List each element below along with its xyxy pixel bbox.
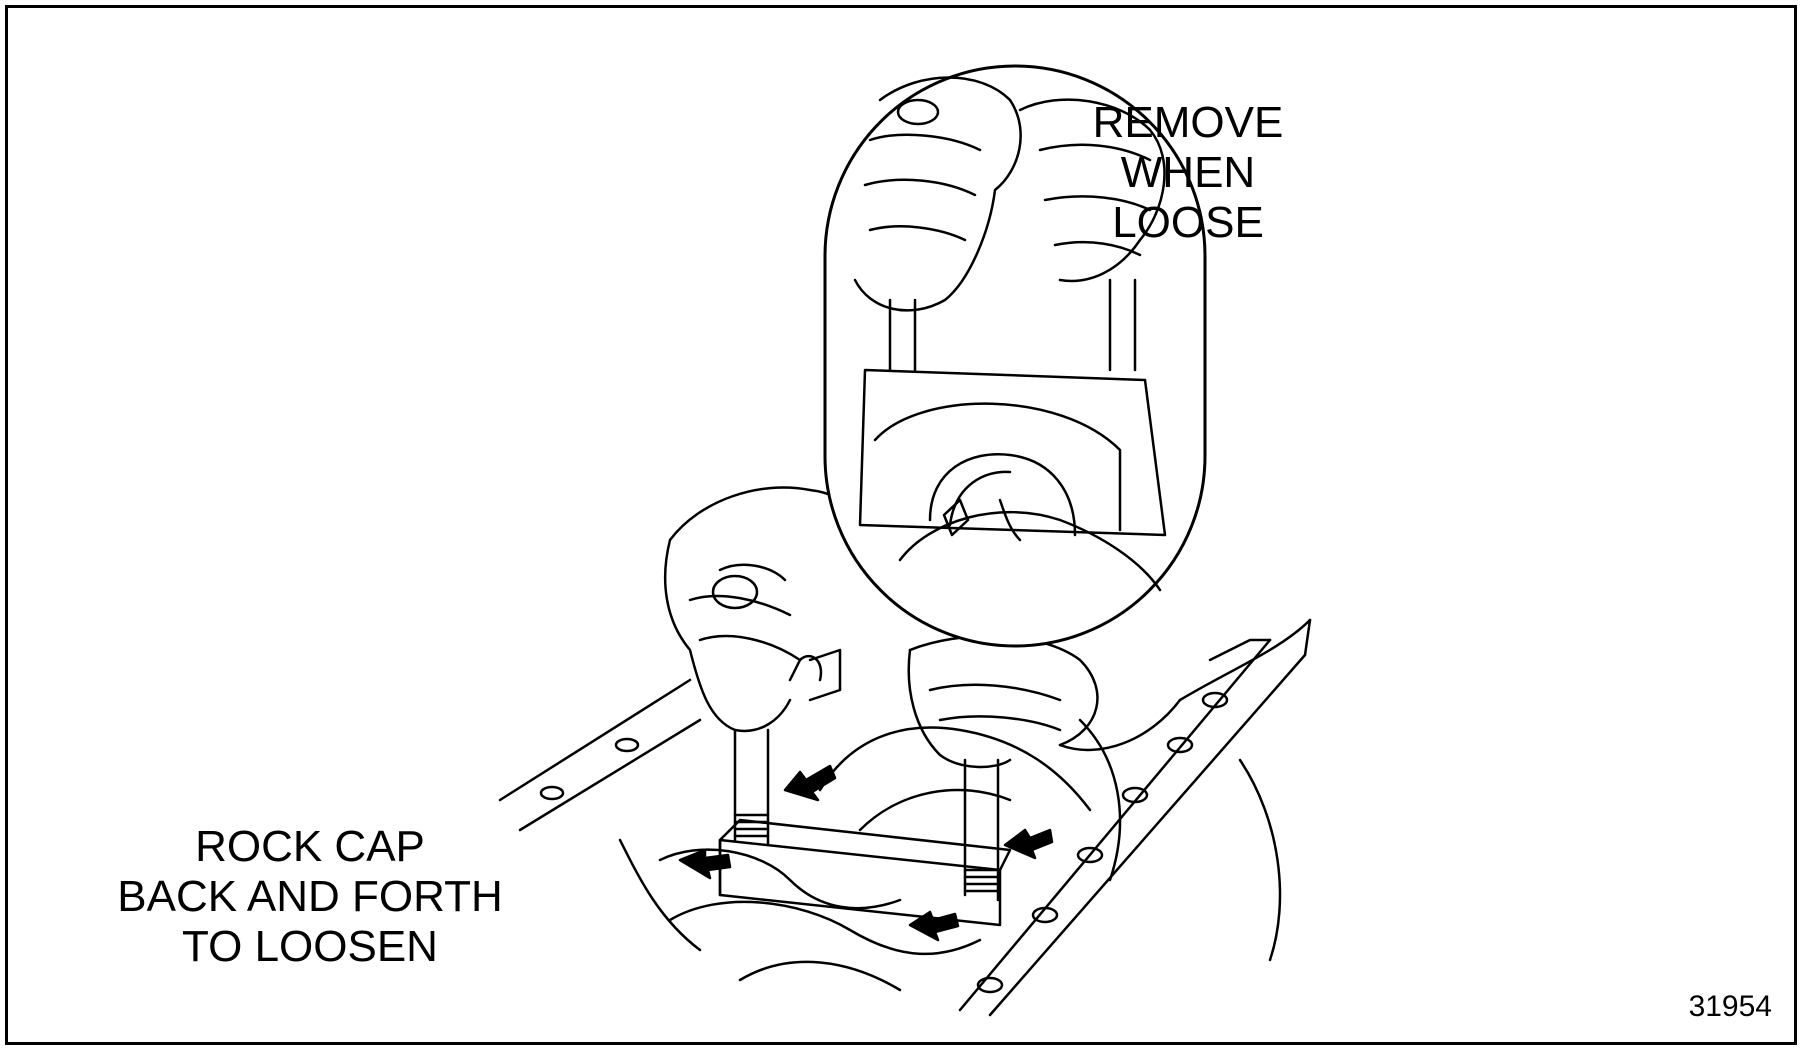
left-hand xyxy=(664,486,864,733)
right-hand xyxy=(907,618,1312,769)
oil-pan-rail-right xyxy=(958,618,1312,1017)
rock-line-2: BACK AND FORTH xyxy=(117,872,503,921)
puller-bolts xyxy=(733,728,1000,902)
rocking-arrows xyxy=(678,764,1054,942)
rock-line-3: TO LOOSEN xyxy=(182,922,438,971)
remove-when-loose-callout: REMOVE WHEN LOOSE xyxy=(1043,98,1333,248)
crankshaft-area xyxy=(618,718,1282,992)
oil-pan-rail-left xyxy=(498,678,702,832)
detail-inset xyxy=(823,64,1207,648)
rock-cap-callout: ROCK CAP BACK AND FORTH TO LOOSEN xyxy=(90,822,530,972)
remove-line-2: WHEN xyxy=(1120,148,1256,197)
remove-line-1: REMOVE xyxy=(1092,98,1284,147)
remove-line-3: LOOSE xyxy=(1112,198,1264,247)
rock-line-1: ROCK CAP xyxy=(195,822,425,871)
figure-number: 31954 xyxy=(1688,990,1772,1023)
